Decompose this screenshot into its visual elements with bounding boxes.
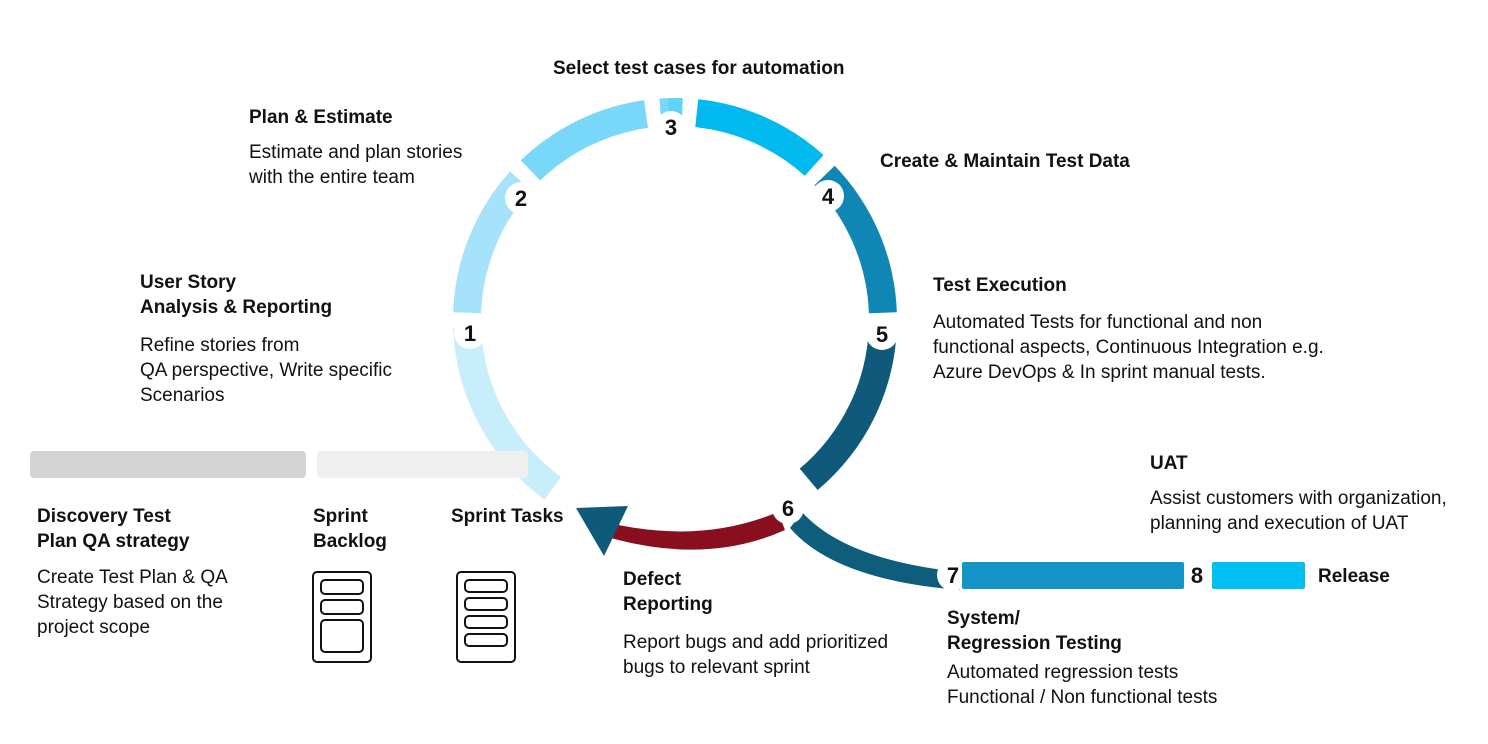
discovery-desc: Create Test Plan & QA Strategy based on … — [37, 567, 228, 638]
regression-desc: Automated regression tests Functional / … — [947, 662, 1218, 708]
step-2-number: 2 — [515, 186, 527, 211]
sprint-bar — [317, 451, 528, 478]
user-story-title: User Story Analysis & Reporting — [140, 272, 333, 318]
qa-cycle-ring — [453, 98, 897, 500]
sprint-backlog-title: Sprint Backlog — [313, 506, 387, 552]
discovery-title: Discovery Test Plan QA strategy — [37, 506, 190, 552]
user-story-desc: Refine stories from QA perspective, Writ… — [140, 335, 393, 406]
create-test-data-title: Create & Maintain Test Data — [880, 151, 1130, 172]
step-6-number: 6 — [782, 496, 794, 521]
defect-reporting-title: Defect Reporting — [623, 569, 713, 615]
step-7-number: 7 — [947, 563, 959, 588]
sprint-backlog-icon — [312, 571, 372, 663]
ring-segment-5 — [799, 326, 897, 491]
sprint-tasks-icon — [456, 571, 516, 663]
defect-reporting-arrow — [604, 512, 785, 550]
step-4-number: 4 — [822, 184, 835, 209]
defect-arrowhead — [576, 506, 628, 556]
defect-reporting-desc: Report bugs and add prioritized bugs to … — [623, 632, 889, 678]
regression-connector — [790, 512, 960, 590]
plan-estimate-desc: Estimate and plan stories with the entir… — [249, 142, 463, 188]
test-execution-desc: Automated Tests for functional and non f… — [933, 312, 1324, 383]
ring-segment-3b — [695, 99, 824, 176]
sprint-tasks-title: Sprint Tasks — [451, 506, 564, 527]
step-1-number: 1 — [464, 321, 476, 346]
step-3-number: 3 — [665, 115, 677, 140]
step-5-number: 5 — [876, 322, 888, 347]
release-title: Release — [1318, 566, 1390, 587]
step-8-number: 8 — [1191, 563, 1203, 588]
regression-bar — [962, 562, 1184, 589]
uat-title: UAT — [1150, 453, 1188, 474]
test-execution-title: Test Execution — [933, 275, 1067, 296]
regression-title: System/ Regression Testing — [947, 608, 1122, 654]
discovery-bar — [30, 451, 306, 478]
uat-desc: Assist customers with organization, plan… — [1150, 488, 1447, 534]
select-test-cases-title: Select test cases for automation — [553, 58, 845, 79]
plan-estimate-title: Plan & Estimate — [249, 107, 393, 128]
ring-segment-2b — [520, 100, 649, 181]
release-bar — [1212, 562, 1305, 589]
ring-segment-1 — [453, 326, 561, 500]
